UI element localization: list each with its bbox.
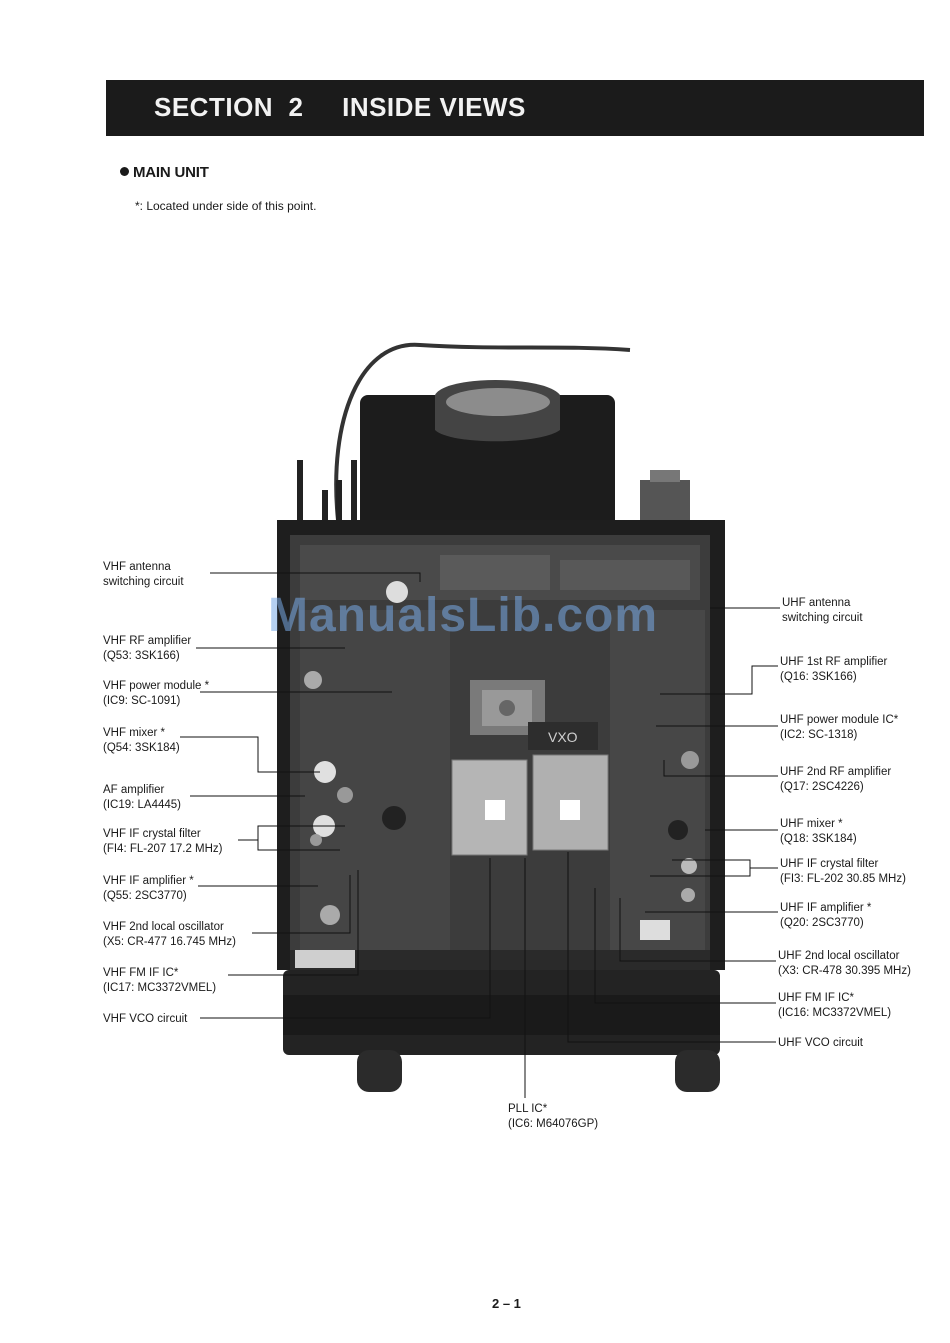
label-uhf-vco-circuit: UHF VCO circuit — [778, 1037, 863, 1049]
label-vhf-mixer: VHF mixer *(Q54: 3SK184) — [103, 727, 180, 754]
label-uhf-if-crystal-filter: UHF IF crystal filter(FI3: FL-202 30.85 … — [780, 858, 906, 885]
label-pll-ic: PLL IC*(IC6: M64076GP) — [508, 1103, 599, 1130]
label-uhf-fm-if-ic: UHF FM IF IC*(IC16: MC3372VMEL) — [778, 992, 892, 1019]
label-vhf-power-module: VHF power module *(IC9: SC-1091) — [103, 680, 210, 707]
label-uhf-2nd-rf-amplifier: UHF 2nd RF amplifier(Q17: 2SC4226) — [780, 766, 892, 793]
subsection-heading-text: MAIN UNIT — [133, 164, 209, 181]
footnote-legend: *: Located under side of this point. — [135, 199, 317, 213]
label-uhf-if-amplifier: UHF IF amplifier *(Q20: 2SC3770) — [780, 902, 872, 929]
label-uhf-2nd-local-oscillator: UHF 2nd local oscillator(X3: CR-478 30.3… — [778, 950, 911, 977]
label-vhf-if-crystal-filter: VHF IF crystal filter(FI4: FL-207 17.2 M… — [103, 828, 223, 855]
subsection-heading: MAIN UNIT — [120, 164, 209, 181]
label-uhf-mixer: UHF mixer *(Q18: 3SK184) — [780, 818, 857, 845]
label-vhf-2nd-local-oscillator: VHF 2nd local oscillator(X5: CR-477 16.7… — [103, 921, 236, 948]
label-vhf-vco-circuit: VHF VCO circuit — [103, 1013, 188, 1025]
label-uhf-power-module: UHF power module IC*(IC2: SC-1318) — [780, 714, 899, 741]
section-title: SECTION 2 INSIDE VIEWS — [154, 92, 526, 122]
label-vhf-rf-amplifier: VHF RF amplifier(Q53: 3SK166) — [103, 635, 192, 662]
label-af-amplifier: AF amplifier(IC19: LA4445) — [103, 784, 181, 811]
label-vhf-fm-if-ic: VHF FM IF IC*(IC17: MC3372VMEL) — [103, 967, 217, 994]
bullet-icon — [120, 167, 129, 176]
section-header-bar: SECTION 2 INSIDE VIEWS — [106, 80, 924, 136]
label-uhf-1st-rf-amplifier: UHF 1st RF amplifier(Q16: 3SK166) — [780, 656, 888, 683]
label-vhf-if-amplifier: VHF IF amplifier *(Q55: 2SC3770) — [103, 875, 194, 902]
page-number: 2 – 1 — [492, 1296, 521, 1311]
vxo-marking: VXO — [548, 729, 578, 745]
watermark: ManualsLib.com — [268, 589, 659, 642]
